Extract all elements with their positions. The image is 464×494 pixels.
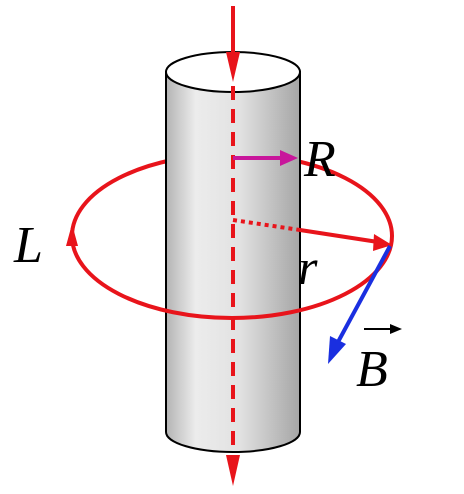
cylinder-body: [165, 71, 301, 453]
label-L: L: [13, 217, 43, 274]
label-r: r: [298, 239, 318, 295]
label-B: B: [356, 341, 388, 398]
radius-r-arrow: [232, 218, 392, 251]
field-B-arrow: [328, 245, 392, 364]
vector-arrow-over-B: [364, 324, 402, 334]
label-R: R: [303, 131, 336, 188]
radius-R-arrow: [233, 150, 298, 166]
axis-bottom-arrowhead: [226, 455, 240, 486]
current-axis: [226, 6, 240, 486]
axis-top-arrowhead: [226, 52, 240, 82]
loop-direction-arrowhead: [66, 224, 78, 246]
